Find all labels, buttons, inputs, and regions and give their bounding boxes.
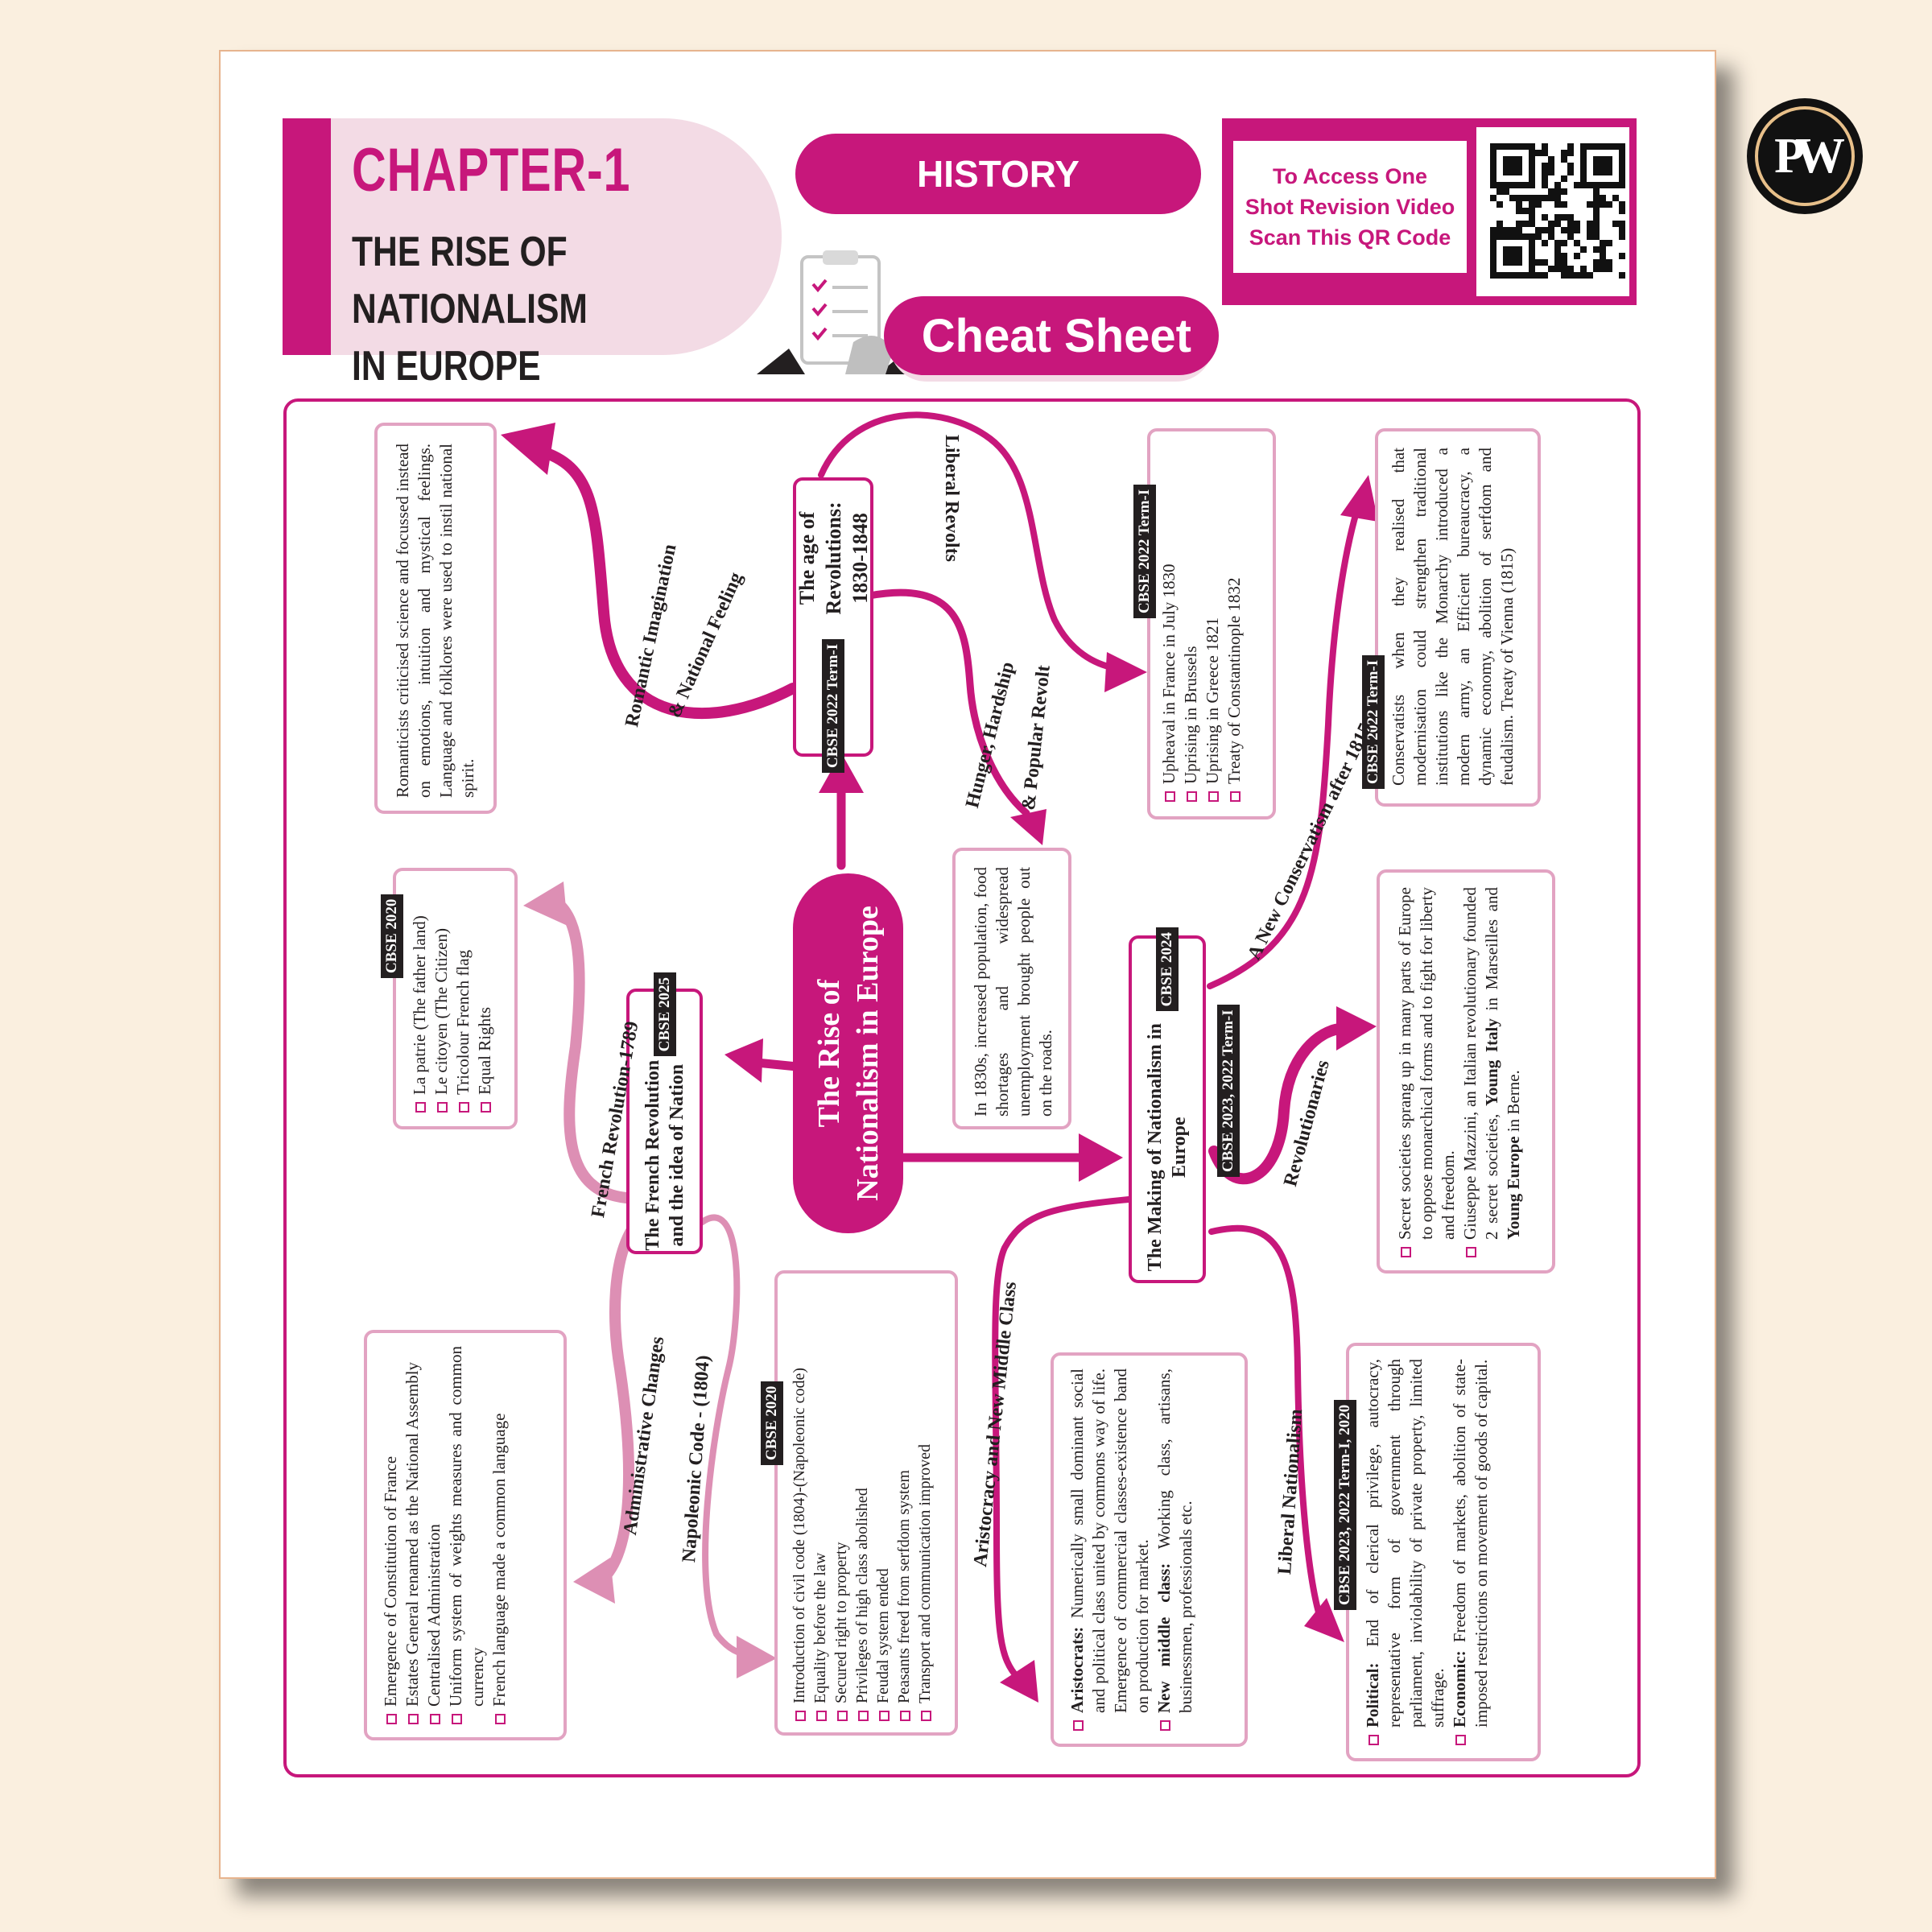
- mindmap-frame: [283, 398, 1641, 1777]
- subject-pill: HISTORY: [795, 134, 1201, 214]
- logo-ring-icon: [1755, 106, 1855, 206]
- chapter-banner: [283, 118, 782, 355]
- chapter-banner-accent: [283, 118, 331, 355]
- hunger-box: In 1830s, increased population, food sho…: [952, 848, 1071, 1129]
- central-topic-node[interactable]: The Rise of Nationalism in Europe: [793, 873, 903, 1233]
- administrative-changes-list: Emergence of Constitution of France Esta…: [380, 1346, 510, 1724]
- napoleonic-code-list: Introduction of civil code (1804)-(Napol…: [789, 1286, 935, 1721]
- exam-tag: CBSE 2022 Term-I: [1133, 484, 1156, 618]
- revolutionaries-box: Secret societies sprang up in many parts…: [1377, 869, 1555, 1274]
- age-of-revolutions-node[interactable]: CBSE 2022 Term-I The age of Revolutions:…: [793, 477, 873, 773]
- chapter-number: CHAPTER-1: [352, 136, 631, 204]
- making-of-nationalism-node[interactable]: The Making of Nationalism in Europe CBSE…: [1129, 927, 1206, 1283]
- aristocracy-list: Aristocrats: Numerically small dominant …: [1067, 1368, 1197, 1731]
- french-revolution-node[interactable]: The French Revolution and the idea of Na…: [626, 972, 703, 1254]
- exam-tag: CBSE 2020: [381, 894, 403, 978]
- napoleonic-code-box: Introduction of civil code (1804)-(Napol…: [774, 1270, 958, 1736]
- exam-tag: CBSE 2022 Term-I: [1362, 654, 1385, 789]
- chapter-title: THE RISE OF NATIONALISM IN EUROPE: [352, 229, 588, 390]
- romanticism-box: Romanticists criticised science and focu…: [374, 423, 497, 814]
- exam-tag: CBSE 2023, 2022 Term-I, 2020: [1334, 1399, 1356, 1610]
- exam-tag: CBSE 2020: [761, 1381, 783, 1465]
- label-liberal-revolts: Liberal Revolts: [941, 435, 962, 562]
- exam-tag: CBSE 2024: [1156, 927, 1179, 1012]
- pw-logo: PW: [1747, 98, 1863, 214]
- qr-code[interactable]: [1490, 143, 1625, 279]
- liberal-nationalism-list: Political: End of clerical privilege, au…: [1362, 1359, 1492, 1745]
- liberal-revolts-box: Upheaval in France in July 1830 Uprising…: [1147, 428, 1276, 819]
- revolutionaries-list: Secret societies sprang up in many parts…: [1394, 887, 1525, 1257]
- liberal-nationalism-box: Political: End of clerical privilege, au…: [1346, 1343, 1541, 1761]
- qr-instructions: To Access One Shot Revision Video Scan T…: [1233, 141, 1467, 273]
- exam-tag: CBSE 2022 Term-I: [822, 638, 844, 773]
- liberal-revolts-list: Upheaval in France in July 1830 Uprising…: [1158, 448, 1245, 802]
- administrative-changes-box: Emergence of Constitution of France Esta…: [364, 1330, 567, 1740]
- conservatism-box: Conservatists when they realised that mo…: [1375, 428, 1541, 807]
- exam-tag: CBSE 2025: [653, 972, 676, 1057]
- exam-tag: CBSE 2023, 2022 Term-I: [1217, 1005, 1240, 1177]
- aristocracy-box: Aristocrats: Numerically small dominant …: [1051, 1352, 1248, 1747]
- french-nation-ideas-list: La patrie (The father land) Le citoyen (…: [409, 895, 496, 1113]
- cheat-sheet-pill: Cheat Sheet: [884, 296, 1219, 375]
- french-nation-ideas-box: La patrie (The father land) Le citoyen (…: [393, 868, 518, 1129]
